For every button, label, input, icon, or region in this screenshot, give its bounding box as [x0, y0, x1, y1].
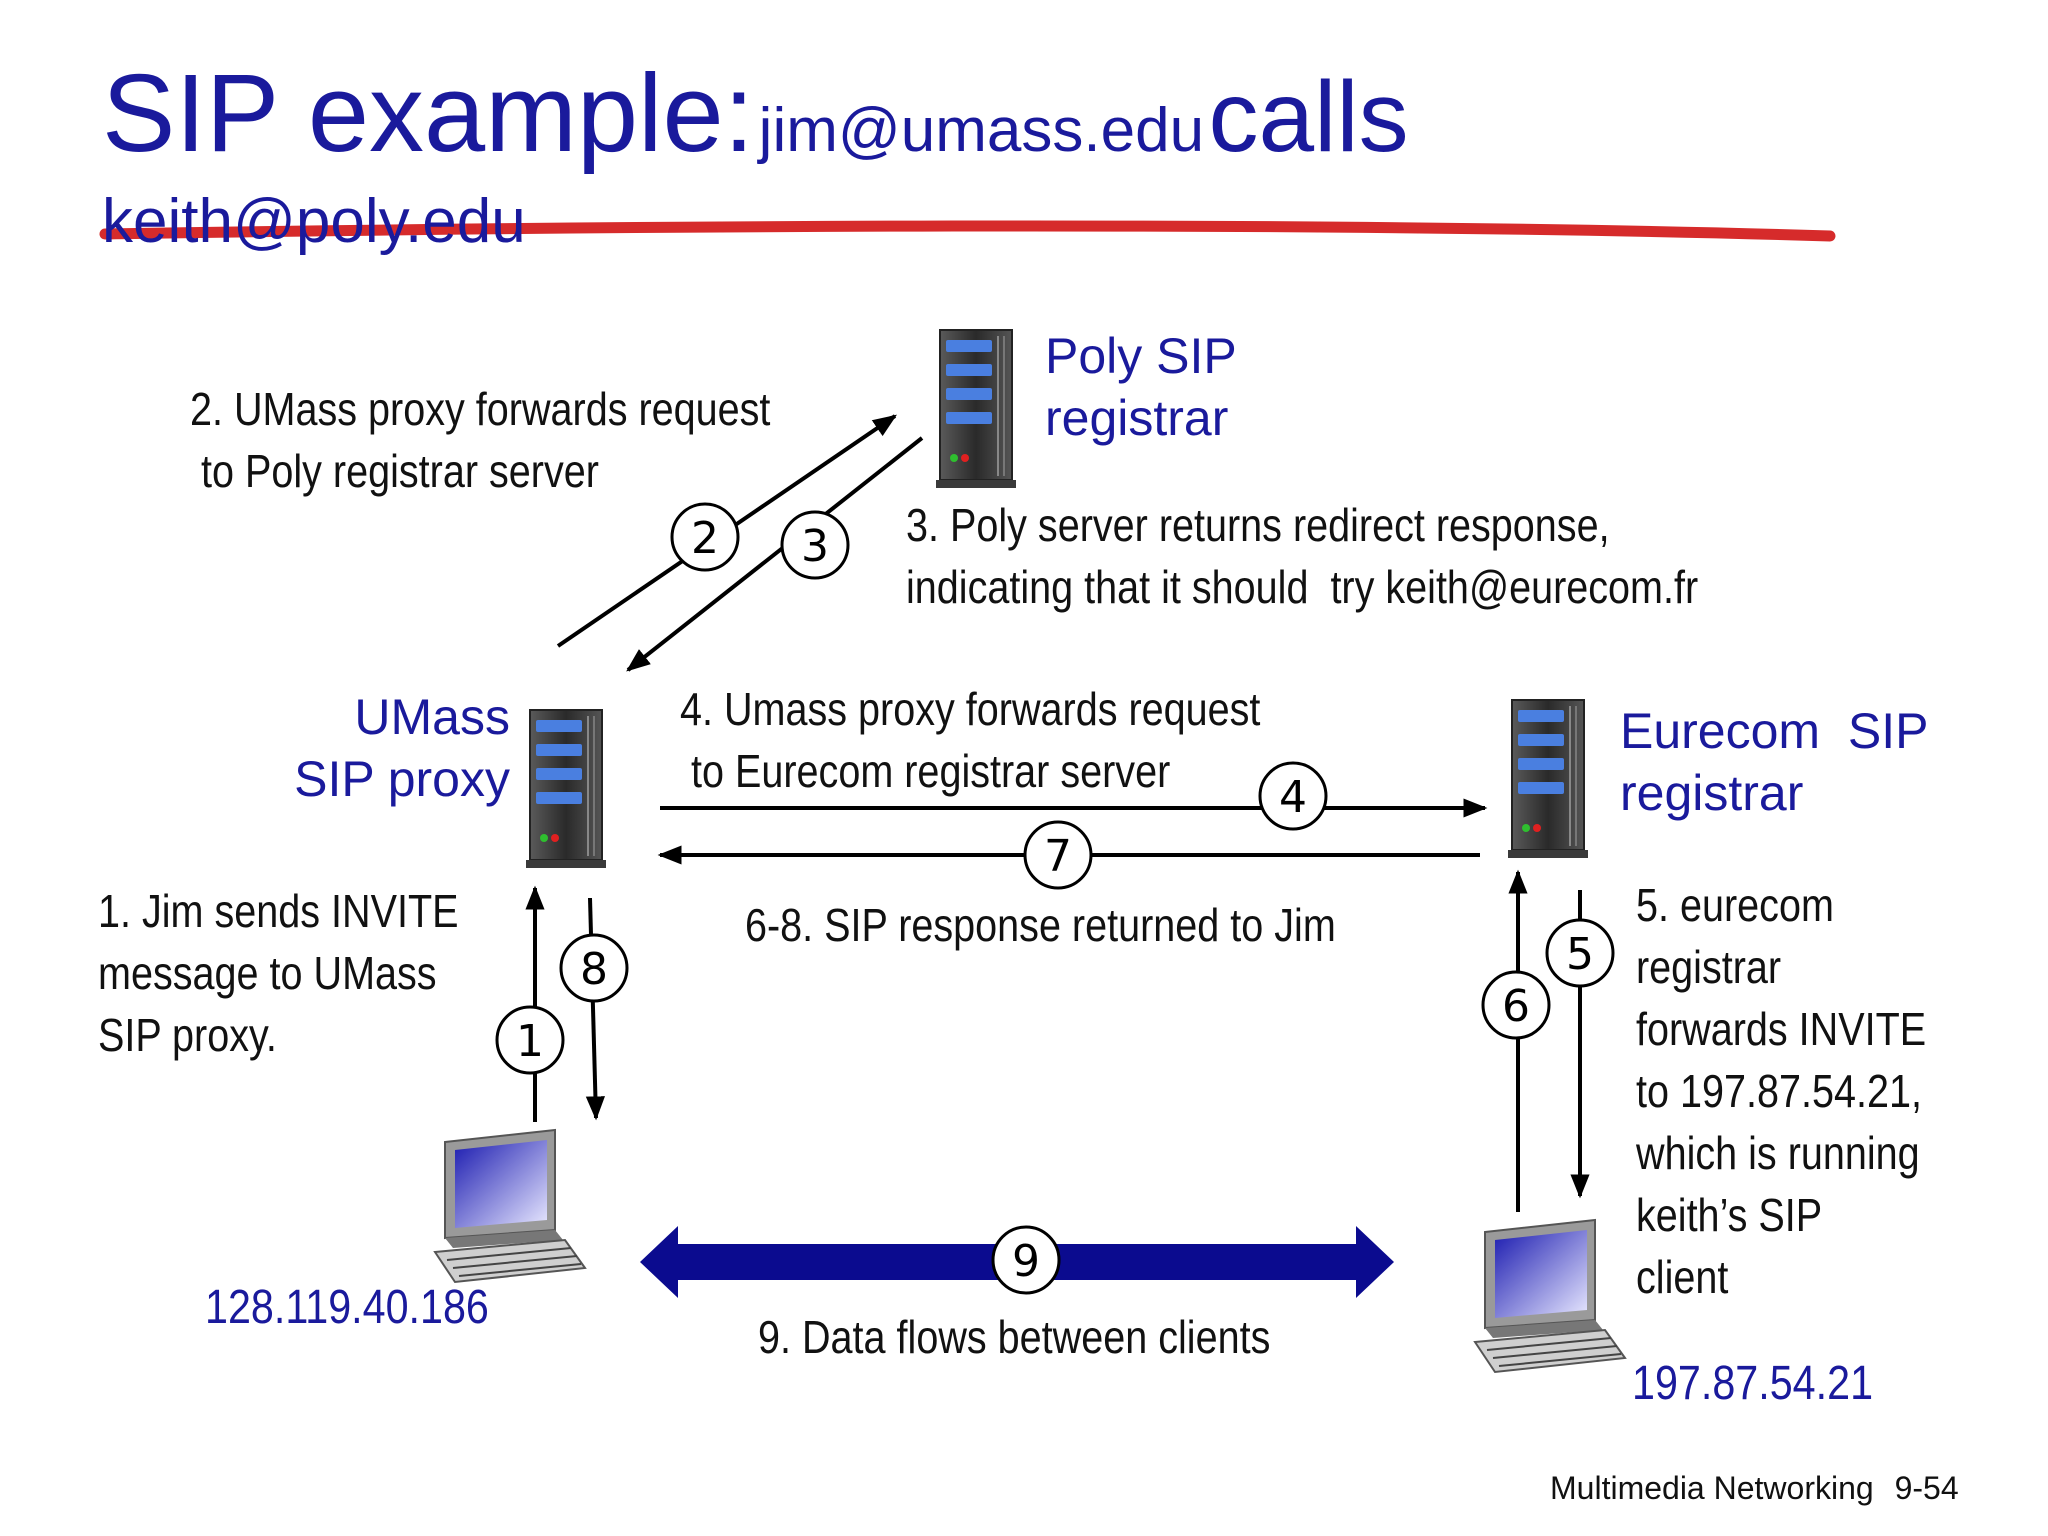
eurecom-registrar-label: Eurecom SIP registrar: [1620, 703, 1929, 821]
title-verb: calls: [1208, 61, 1409, 173]
jim-ip-address: 128.119.40.186: [205, 1281, 489, 1334]
step-circle-7: 7: [1023, 820, 1093, 890]
svg-text:5: 5: [1566, 929, 1594, 980]
step-circle-6: 6: [1481, 970, 1551, 1040]
slide-footer: Multimedia Networking 9-54: [1550, 1470, 1959, 1507]
arrow-3: [626, 436, 924, 672]
footer-course: Multimedia Networking: [1550, 1470, 1874, 1506]
svg-text:9: 9: [1012, 1236, 1040, 1287]
arrow-8: [585, 897, 606, 1121]
step-circle-5: 5: [1545, 918, 1615, 988]
red-strikethrough-line: [99, 220, 1836, 242]
step-6-8-caption: 6-8. SIP response returned to Jim: [745, 899, 1336, 951]
step-5-caption: 5. eurecom registrar forwards INVITE to …: [1636, 879, 1927, 1303]
svg-text:6: 6: [1502, 981, 1530, 1032]
title-main: SIP example:: [102, 52, 755, 175]
step-circle-8: 8: [559, 933, 629, 1003]
step-circle-3: 3: [780, 510, 850, 580]
title-callee: keith@poly.edu: [102, 187, 526, 256]
step-4-caption: 4. Umass proxy forwards request to Eurec…: [680, 683, 1261, 797]
title-caller: jim@umass.edu: [758, 96, 1205, 165]
poly-registrar-label: Poly SIP registrar: [1045, 328, 1237, 446]
step-2-caption: 2. UMass proxy forwards request to Poly …: [190, 383, 771, 497]
step-circle-1: 1: [495, 1005, 565, 1075]
step-circle-4: 4: [1258, 761, 1328, 831]
keith-computer-icon: [1474, 1219, 1626, 1373]
slide-title: SIP example: jim@umass.edu calls: [102, 54, 1409, 207]
step-1-caption: 1. Jim sends INVITE message to UMass SIP…: [98, 885, 459, 1061]
jim-computer-icon: [434, 1129, 586, 1283]
step-9-caption: 9. Data flows between clients: [758, 1311, 1271, 1363]
svg-text:4: 4: [1279, 772, 1307, 823]
step-3-caption: 3. Poly server returns redirect response…: [906, 499, 1699, 613]
step-circle-2: 2: [670, 502, 740, 572]
svg-text:7: 7: [1044, 831, 1072, 882]
svg-text:1: 1: [516, 1016, 544, 1067]
poly-server-icon: [935, 329, 1017, 489]
footer-page-number: 9-54: [1894, 1470, 1959, 1506]
umass-proxy-label: UMass SIP proxy: [294, 689, 510, 807]
svg-text:2: 2: [691, 513, 719, 564]
svg-text:8: 8: [580, 944, 608, 995]
keith-ip-address: 197.87.54.21: [1632, 1357, 1874, 1410]
step-circle-9: 9: [991, 1225, 1061, 1295]
eurecom-server-icon: [1507, 699, 1589, 859]
umass-server-icon: [525, 709, 607, 869]
svg-text:3: 3: [801, 521, 829, 572]
